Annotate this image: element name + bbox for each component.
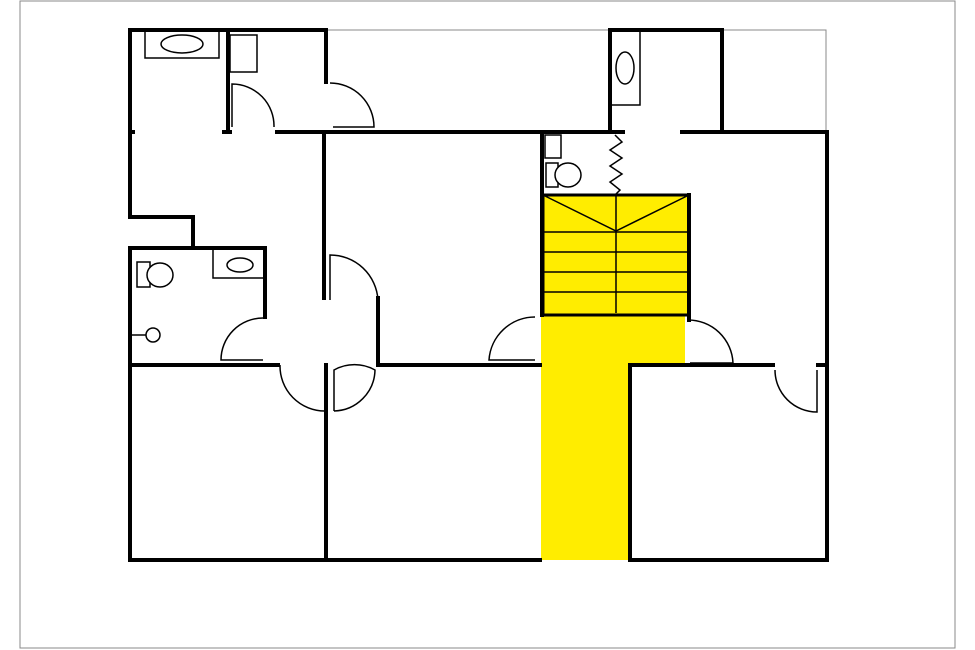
cabinet-icon [229,34,258,73]
bathtub-icon [144,30,220,59]
corridor-fill-upper [541,313,685,365]
corridor-fill-lower [541,363,629,560]
bathtub-icon [610,30,641,106]
sink-icon [212,248,265,279]
door-swing-icon [220,82,818,413]
toilet-icon [544,134,582,188]
page-frame [19,0,956,649]
curtain-icon [608,134,624,196]
terrace-outline [326,29,827,132]
shower-icon [131,327,161,343]
walls [128,28,829,562]
highlighted-area [541,195,689,560]
toilet-icon [136,261,174,288]
